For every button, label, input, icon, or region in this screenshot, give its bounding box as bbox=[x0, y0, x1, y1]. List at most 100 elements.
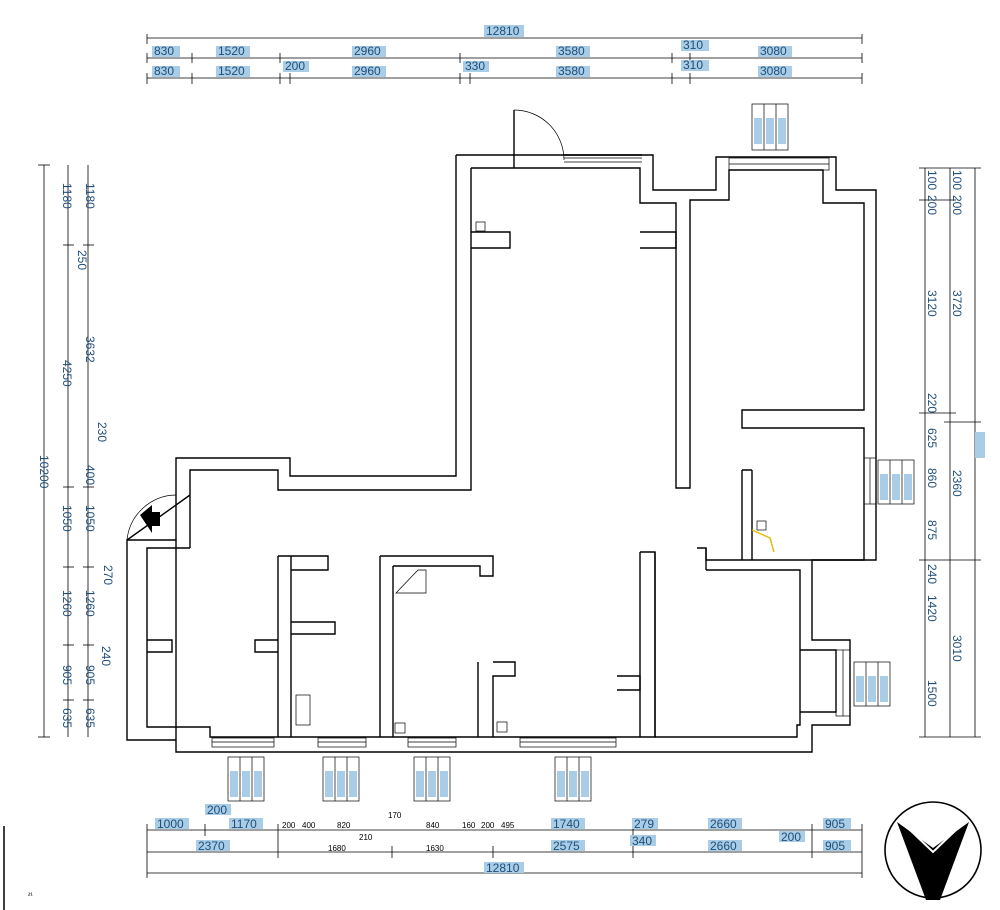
fixture-marks bbox=[295, 221, 775, 734]
left-outer-3: 1260 bbox=[60, 590, 74, 617]
left-total: 10200 bbox=[37, 455, 51, 489]
right-outer-4: 3010 bbox=[950, 635, 964, 662]
left-inner-5: 1050 bbox=[83, 505, 97, 532]
entry-door bbox=[513, 109, 642, 168]
left-outer-0: 1180 bbox=[60, 183, 74, 209]
top-row2-labels: 830 1520 200 2960 330 3580 310 3080 bbox=[152, 58, 792, 78]
top-row1-5: 3080 bbox=[760, 44, 787, 58]
right-inner-9: 1500 bbox=[925, 680, 939, 707]
left-outer-4: 905 bbox=[60, 665, 74, 685]
right-inner-7: 240 bbox=[925, 564, 939, 584]
bottom-row1-4: 279 bbox=[634, 817, 654, 831]
left-door bbox=[126, 494, 191, 541]
bottom-small-1: 400 bbox=[302, 821, 316, 830]
top-row1-1: 1520 bbox=[218, 44, 245, 58]
top-dimension-lines: 12810 bbox=[146, 24, 863, 84]
top-total-label: 12810 bbox=[486, 24, 520, 38]
left-inner-6: 270 bbox=[101, 565, 115, 585]
left-labels: 10200 1180 4250 1050 1260 905 635 1180 2… bbox=[37, 183, 115, 728]
bottom-small-3: 170 bbox=[388, 811, 402, 820]
top-row1-2: 2960 bbox=[354, 44, 381, 58]
left-inner-8: 240 bbox=[99, 646, 113, 666]
bottom-row2-3: 2575 bbox=[553, 839, 580, 853]
left-dimension-lines bbox=[38, 164, 94, 738]
top-row2-6: 310 bbox=[683, 58, 703, 72]
top-row1-4: 310 bbox=[683, 38, 703, 52]
left-inner-10: 635 bbox=[83, 708, 97, 728]
bottom-labels: 1000 200 1170 200 400 820 170 840 160 20… bbox=[155, 803, 851, 875]
bottom-small-5: 160 bbox=[462, 821, 476, 830]
bottom-row2-6: 905 bbox=[825, 839, 845, 853]
top-row2-4: 330 bbox=[465, 59, 485, 73]
wardrobe-door bbox=[395, 569, 427, 594]
bottom-mid: 210 bbox=[359, 833, 373, 842]
bottom-row1-3: 1740 bbox=[553, 817, 580, 831]
bottom-row1-0: 1000 bbox=[157, 817, 184, 831]
right-outer-2: 3720 bbox=[950, 290, 964, 317]
bottom-small-4: 840 bbox=[426, 821, 440, 830]
window-tag-right bbox=[877, 459, 915, 505]
bottom-row2-0: 2370 bbox=[198, 839, 225, 853]
top-row2-7: 3080 bbox=[760, 64, 787, 78]
interior-walls bbox=[147, 231, 753, 737]
bottom-row1-7: 905 bbox=[825, 817, 845, 831]
bottom-small-6: 200 bbox=[481, 821, 495, 830]
bottom-row1-2: 1170 bbox=[231, 817, 257, 831]
edge-marks: ಸ bbox=[3, 826, 35, 910]
right-dimension-lines bbox=[919, 167, 985, 738]
right-inner-4: 625 bbox=[925, 428, 939, 448]
bottom-small-7: 495 bbox=[501, 821, 515, 830]
window-tag-bottom-3 bbox=[413, 756, 451, 802]
north-arrow-icon bbox=[884, 801, 982, 900]
right-labels: 100 200 3120 220 625 860 875 240 1420 15… bbox=[925, 170, 964, 707]
left-inner-4: 400 bbox=[83, 465, 97, 485]
window-tag-bottom-4 bbox=[554, 756, 592, 802]
top-row1-3: 3580 bbox=[558, 44, 585, 58]
bottom-total: 12810 bbox=[486, 861, 520, 875]
windows bbox=[211, 157, 877, 748]
right-inner-0: 100 bbox=[925, 170, 939, 190]
window-tag-right2 bbox=[853, 661, 891, 707]
right-inner-8: 1420 bbox=[925, 595, 939, 622]
bottom-row2-5: 2660 bbox=[710, 839, 737, 853]
left-outer-5: 635 bbox=[60, 708, 74, 728]
left-outer-2: 1050 bbox=[60, 505, 74, 532]
top-row2-5: 3580 bbox=[558, 64, 585, 78]
top-row1-0: 830 bbox=[154, 44, 174, 58]
right-inner-6: 875 bbox=[925, 520, 939, 540]
right-inner-2: 3120 bbox=[925, 290, 939, 317]
bottom-row2-1: 1680 bbox=[328, 844, 346, 853]
bottom-row1-5: 2660 bbox=[710, 817, 737, 831]
window-tag-top bbox=[751, 103, 789, 151]
bottom-row2-2: 1630 bbox=[426, 844, 444, 853]
left-inner-1: 250 bbox=[75, 250, 89, 270]
top-row1-labels: 830 1520 2960 3580 310 3080 bbox=[152, 38, 792, 58]
right-outer-0: 100 bbox=[950, 170, 964, 190]
window-tag-bottom-1 bbox=[227, 756, 265, 802]
bottom-row2-4: 340 bbox=[632, 834, 652, 848]
right-inner-3: 220 bbox=[925, 393, 939, 413]
top-row2-3: 2960 bbox=[354, 64, 381, 78]
left-inner-7: 1260 bbox=[83, 590, 97, 617]
entry-arrow-icon bbox=[140, 505, 160, 533]
left-inner-0: 1180 bbox=[83, 183, 97, 209]
window-tag-bottom-2 bbox=[322, 756, 360, 802]
left-inner-9: 905 bbox=[83, 665, 97, 685]
right-outer-1: 200 bbox=[950, 195, 964, 215]
bottom-small-2: 820 bbox=[337, 821, 351, 830]
left-inner-3: 230 bbox=[95, 422, 109, 442]
right-outer-3: 2360 bbox=[950, 470, 964, 497]
top-row2-0: 830 bbox=[154, 64, 174, 78]
bottom-row1-1: 200 bbox=[207, 803, 227, 817]
bottom-row1-6: 200 bbox=[781, 830, 801, 844]
bottom-small-0: 200 bbox=[282, 821, 296, 830]
top-row2-1: 1520 bbox=[218, 64, 245, 78]
left-outer-1: 4250 bbox=[60, 360, 74, 387]
left-inner-2: 3632 bbox=[83, 336, 97, 363]
right-inner-1: 200 bbox=[925, 195, 939, 215]
right-inner-5: 860 bbox=[925, 468, 939, 488]
svg-text:ಸ: ಸ bbox=[26, 892, 35, 896]
top-row2-2: 200 bbox=[285, 59, 305, 73]
